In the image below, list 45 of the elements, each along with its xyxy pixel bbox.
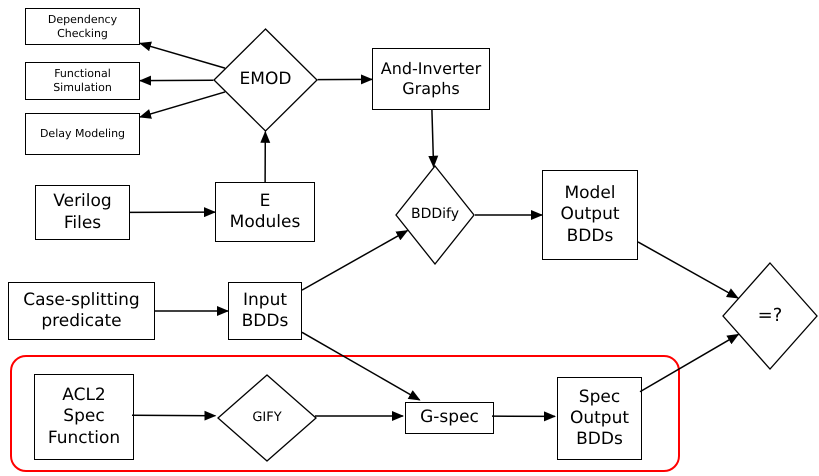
arrow <box>155 306 229 316</box>
process-box <box>34 374 134 460</box>
arrow <box>139 76 214 86</box>
node-label: Dependency Checking <box>46 12 118 40</box>
process-box <box>405 402 494 434</box>
node-label: ACL2 Spec Function <box>46 385 122 449</box>
process-box <box>25 62 140 100</box>
arrow <box>640 334 740 392</box>
process-box <box>25 8 140 45</box>
node-label: Spec Output BDDs <box>568 386 630 450</box>
node-label: E Modules <box>228 190 302 234</box>
arrow <box>492 411 556 422</box>
node-label: Delay Modeling <box>40 127 126 141</box>
node-label: Case-splitting predicate <box>22 290 141 332</box>
arrow <box>132 410 216 421</box>
arrow <box>315 411 404 421</box>
node-label: Verilog Files <box>52 191 113 234</box>
arrow <box>318 74 373 84</box>
arrow <box>475 210 543 220</box>
process-box <box>25 113 140 155</box>
node-label: GIFY <box>252 410 282 426</box>
arrow <box>302 332 421 401</box>
arrow <box>139 42 226 69</box>
node-label: BDDify <box>410 206 460 224</box>
arrow <box>428 110 438 168</box>
node-label: G-spec <box>420 407 479 429</box>
node-label: Functional Simulation <box>52 67 113 95</box>
group-frame <box>10 355 680 472</box>
process-box <box>557 377 642 460</box>
node-label: Model Output BDDs <box>559 183 621 247</box>
node-label: Input BDDs <box>240 290 290 332</box>
arrow <box>638 241 739 299</box>
node-label: EMOD <box>240 69 292 91</box>
process-box <box>542 170 638 260</box>
process-box <box>215 182 315 242</box>
process-box <box>8 282 155 340</box>
process-box <box>372 48 490 110</box>
node-label: And-Inverter Graphs <box>380 59 482 99</box>
node-label: =? <box>758 304 782 328</box>
process-box <box>35 185 130 240</box>
arrow <box>130 207 216 218</box>
arrow <box>260 130 270 182</box>
arrow <box>302 230 408 291</box>
process-box <box>228 282 302 340</box>
arrow <box>139 91 226 119</box>
